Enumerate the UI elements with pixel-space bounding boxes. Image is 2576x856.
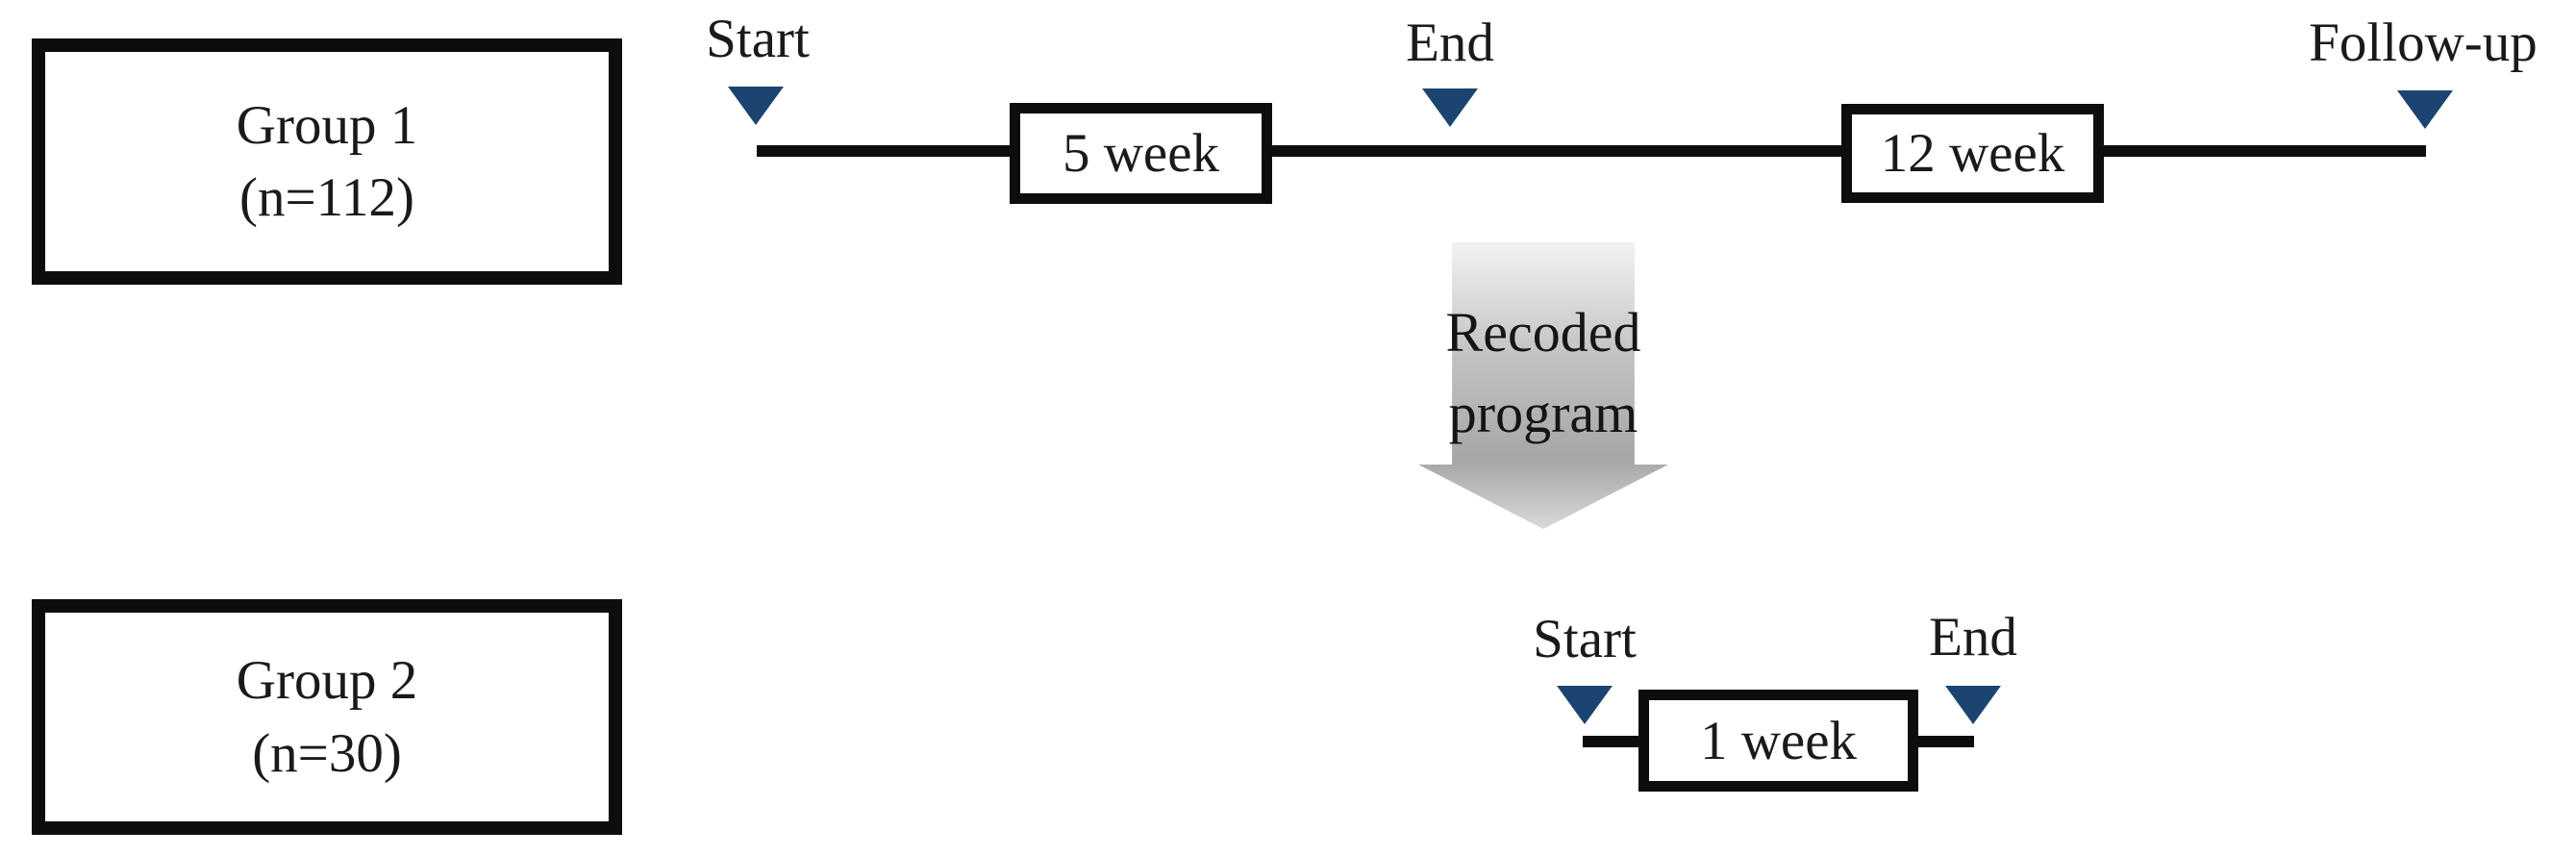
timeline2-end-marker-icon	[1945, 686, 2001, 724]
group2-box: Group 2 (n=30)	[32, 599, 622, 835]
timeline1-phase1-label: 5 week	[1062, 123, 1219, 184]
timeline2-phase1-label: 1 week	[1699, 710, 1857, 771]
timeline1-end-label: End	[1406, 13, 1494, 73]
timeline2-end-label: End	[1929, 607, 2017, 667]
timeline2-line-left	[1583, 736, 1640, 747]
group1-title: Group 1	[236, 94, 418, 156]
group1-box: Group 1 (n=112)	[32, 38, 622, 285]
recode-arrow-label-line1: Recoded	[1445, 301, 1641, 364]
group2-title: Group 2	[236, 650, 418, 712]
timeline2-phase1-box: 1 week	[1638, 690, 1918, 792]
group2-sample-size: (n=30)	[252, 722, 402, 784]
recode-arrow-label-line2: program	[1448, 382, 1638, 444]
group1-sample-size: (n=112)	[239, 167, 414, 228]
timeline1-phase1-box: 5 week	[1010, 103, 1272, 204]
timeline1-end-marker-icon	[1422, 88, 1478, 127]
timeline1-line	[757, 145, 2426, 157]
timeline2-start-label: Start	[1533, 609, 1637, 669]
timeline1-followup-marker-icon	[2397, 90, 2453, 129]
recode-arrow-label: Recoded program	[1380, 292, 1707, 454]
timeline1-start-label: Start	[706, 9, 810, 69]
timeline1-phase2-box: 12 week	[1841, 104, 2104, 203]
down-arrow-icon	[1418, 242, 1668, 529]
timeline1-followup-label: Follow-up	[2309, 13, 2538, 73]
timeline2-line-right	[1918, 736, 1974, 747]
timeline1-phase2-label: 12 week	[1880, 123, 2065, 184]
recode-arrow: Recoded program	[1418, 242, 1668, 529]
timeline2-start-marker-icon	[1557, 686, 1613, 724]
timeline1-start-marker-icon	[728, 87, 784, 125]
